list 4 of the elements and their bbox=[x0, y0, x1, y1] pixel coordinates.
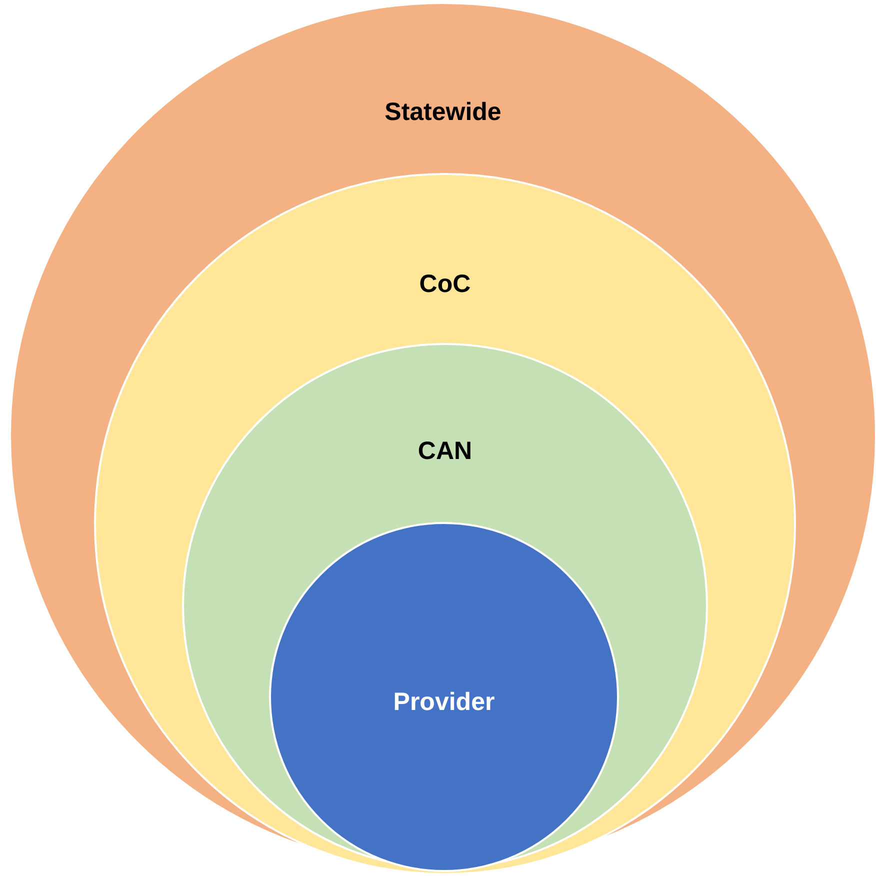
circle-label: CAN bbox=[418, 437, 472, 465]
circle-label: Statewide bbox=[384, 98, 502, 126]
circle-label: Provider bbox=[393, 688, 495, 716]
circle-label: CoC bbox=[419, 270, 471, 298]
